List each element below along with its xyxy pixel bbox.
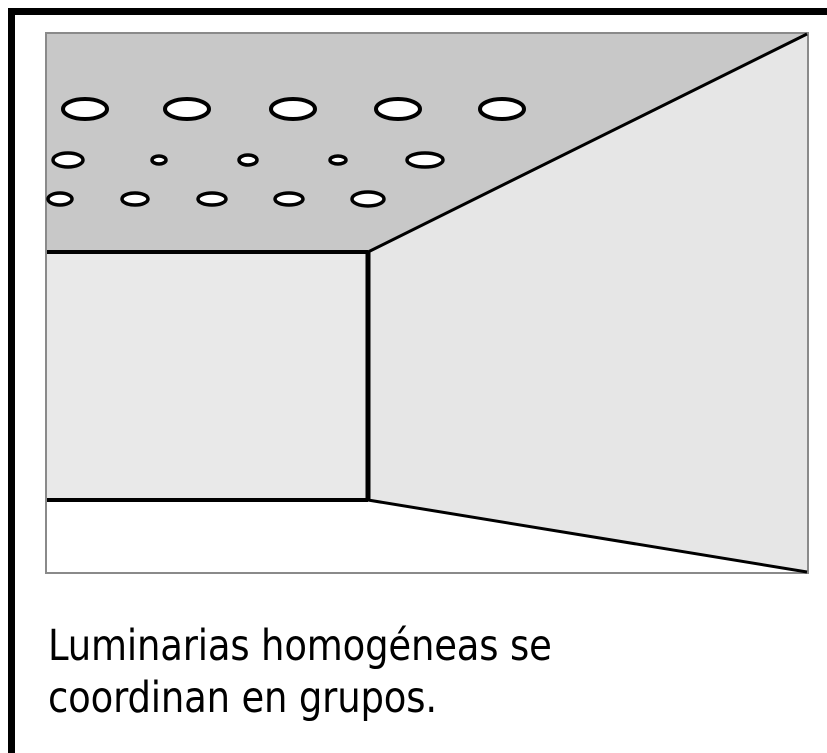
ceiling-luminaire <box>150 154 168 166</box>
ceiling <box>47 34 807 252</box>
ceiling-luminaire <box>46 191 74 207</box>
ceiling-luminaire <box>196 191 228 207</box>
caption-line-1: Luminarias homogéneas se <box>48 621 552 671</box>
ceiling-luminaire <box>61 97 109 121</box>
ceiling-luminaire <box>269 97 317 121</box>
caption-line-2: coordinan en grupos. <box>48 673 437 723</box>
figure-caption: Luminarias homogéneas se coordinan en gr… <box>48 620 702 724</box>
luminaire-row-2 <box>51 151 445 169</box>
ceiling-luminaire <box>328 154 348 166</box>
back-wall <box>47 252 368 500</box>
ceiling-luminaire <box>51 151 85 169</box>
floor-side-edge <box>367 498 808 574</box>
ceiling-luminaire <box>374 97 422 121</box>
ceiling-luminaire <box>478 97 526 121</box>
ceiling-luminaire <box>163 97 211 121</box>
ceiling-luminaire <box>120 191 150 207</box>
luminaire-row-1 <box>61 97 526 121</box>
luminaire-row-3 <box>46 190 386 208</box>
side-wall <box>368 34 807 572</box>
ceiling-side-edge <box>367 32 808 254</box>
floor <box>47 500 807 572</box>
ceiling-luminaire <box>350 190 386 208</box>
ceiling-luminaire <box>273 191 305 207</box>
ceiling-luminaire <box>405 151 445 169</box>
ceiling-luminaire <box>237 153 259 167</box>
